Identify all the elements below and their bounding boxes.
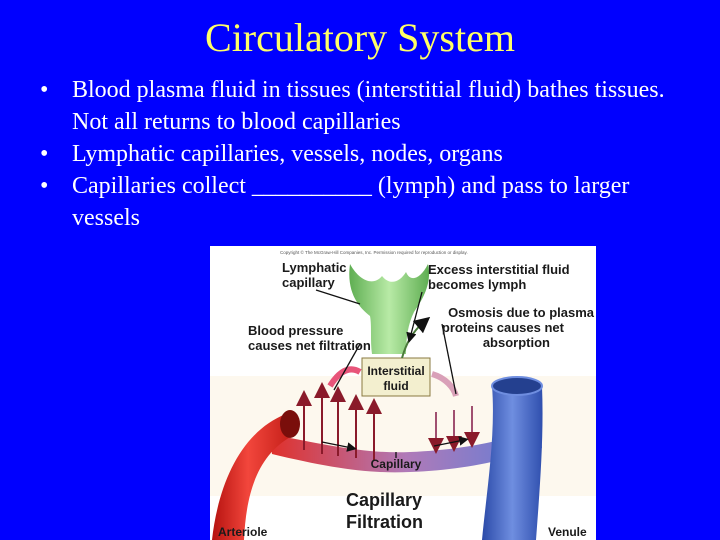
bullet-dot: • <box>40 141 49 167</box>
leader-line <box>333 343 361 391</box>
lymphatic-capillary <box>349 264 430 354</box>
capillary-vessel <box>270 428 542 473</box>
bullet-dot: • <box>40 173 49 199</box>
venule-vessel <box>482 386 543 540</box>
venule-opening <box>491 376 543 396</box>
capillary-label: Capillary <box>371 457 422 471</box>
blood-pressure-label-2: causes net filtration <box>248 338 371 353</box>
leader-line <box>315 289 361 305</box>
bullet-text: Lymphatic capillaries, vessels, nodes, o… <box>72 141 503 167</box>
copyright-notice: Copyright © The McGraw-Hill Companies, I… <box>280 249 468 255</box>
lymphatic-capillary-label-2: capillary <box>282 275 336 290</box>
osmosis-label-2: proteins causes net <box>442 320 565 335</box>
bullet-item: • Capillaries collect __________ (lymph)… <box>40 170 690 234</box>
flow-arrow-out-of-fluid <box>431 371 459 397</box>
slide-title: Circulatory System <box>205 15 515 60</box>
bullet-dot: • <box>40 77 49 103</box>
leader-line <box>441 323 457 395</box>
bullet-item: • Blood plasma fluid in tissues (interst… <box>40 74 690 138</box>
figure-caption-line-1: Capillary <box>346 490 422 510</box>
osmosis-label-3: absorption <box>483 335 550 350</box>
venule-label: Venule <box>548 525 587 539</box>
figure-caption-line-2: Filtration <box>346 512 423 532</box>
osmosis-label-1: Osmosis due to plasma <box>448 305 595 320</box>
leader-lines <box>315 289 457 458</box>
blood-flow-arrows <box>321 436 469 452</box>
absorption-arrows <box>428 406 480 454</box>
interstitial-fluid-label-1: Interstitial <box>367 364 424 378</box>
bullet-text: Blood plasma fluid in tissues (interstit… <box>72 77 665 135</box>
bullet-list: • Blood plasma fluid in tissues (interst… <box>40 74 690 234</box>
blood-flow-arrow <box>321 441 357 452</box>
capillary-filtration-figure: Copyright © The McGraw-Hill Companies, I… <box>210 246 596 540</box>
arteriole-opening <box>280 410 300 438</box>
interstitial-fluid-box <box>361 357 431 397</box>
leader-line <box>406 291 423 344</box>
interstitial-fluid-label-2: fluid <box>383 379 408 393</box>
bullet-text: Capillaries collect __________ (lymph) a… <box>72 173 630 231</box>
excess-fluid-label-2: becomes lymph <box>428 277 526 292</box>
blood-pressure-label-1: Blood pressure <box>248 323 343 338</box>
lymphatic-capillary-label-1: Lymphatic <box>282 260 347 275</box>
capillary-diagram: Copyright © The McGraw-Hill Companies, I… <box>210 249 596 540</box>
arteriole-vessel <box>212 414 292 540</box>
arteriole-label: Arteriole <box>218 525 268 539</box>
blood-flow-arrow <box>433 436 469 447</box>
excess-fluid-label-1: Excess interstitial fluid <box>428 262 570 277</box>
bullet-item: • Lymphatic capillaries, vessels, nodes,… <box>40 138 690 170</box>
